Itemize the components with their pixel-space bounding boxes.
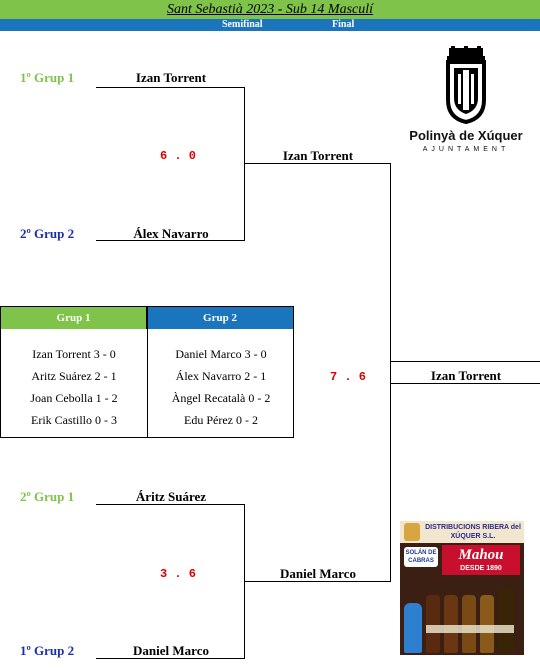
water-brand: SOLÁN DE CABRAS <box>404 547 438 567</box>
beer-glass-icon <box>404 523 420 541</box>
group-row: Daniel Marco 3 - 0 <box>175 347 267 361</box>
bracket-line <box>96 658 245 659</box>
match-score: 3 . 6 <box>160 567 197 581</box>
table-divider <box>147 307 148 437</box>
beer-bottle-icon <box>426 595 440 653</box>
group-row: Edu Pérez 0 - 2 <box>184 413 258 427</box>
bracket-line <box>244 581 391 582</box>
group-row: Aritz Suárez 2 - 1 <box>31 369 117 383</box>
seed-label: 2º Grup 1 <box>20 489 75 504</box>
beer-bottle-icon <box>462 595 476 653</box>
beer-brand-panel <box>442 545 520 575</box>
sponsor-ad: DISTRIBUCIONS RIBERA del XÚQUER S.L. SOL… <box>400 521 524 655</box>
bracket-line <box>390 361 540 362</box>
bracket-line <box>390 163 391 581</box>
group-row: Erik Castillo 0 - 3 <box>31 413 117 427</box>
ad-company: DISTRIBUCIONS RIBERA del XÚQUER S.L. <box>425 524 521 540</box>
beer-bottle-icon <box>480 595 494 653</box>
round-header-bar <box>0 19 540 31</box>
bracket-line <box>96 504 245 505</box>
town-name: Polinyà de Xúquer <box>409 128 523 143</box>
bottle-labels <box>426 625 514 633</box>
bracket-player: Daniel Marco <box>133 643 209 658</box>
bracket-player: Áritz Suárez <box>135 489 207 504</box>
bracket-player: Izan Torrent <box>135 70 207 85</box>
match-score: 6 . 0 <box>160 149 197 163</box>
round-label-semifinal: Semifinal <box>222 19 263 30</box>
seed-label: 2º Grup 2 <box>20 226 75 241</box>
group-row: Álex Navarro 2 - 1 <box>175 369 267 383</box>
beer-bottle-icon <box>444 595 458 653</box>
champion: Izan Torrent <box>430 368 502 383</box>
group-row: Joan Cebolla 1 - 2 <box>30 391 118 405</box>
group-1-header: Grup 1 <box>1 307 147 329</box>
town-logo: Polinyà de Xúquer AJUNTAMENT <box>408 46 524 158</box>
beer-bottle-icon <box>498 587 514 653</box>
bracket-line <box>96 87 245 88</box>
bracket-player: Izan Torrent <box>282 148 354 163</box>
round-label-final: Final <box>332 19 355 30</box>
group-row: Izan Torrent 3 - 0 <box>32 347 116 361</box>
bracket-line <box>390 383 540 384</box>
seed-label: 1º Grup 2 <box>20 643 75 658</box>
water-bottle-icon <box>404 603 422 653</box>
seed-label: 1º Grup 1 <box>20 70 75 85</box>
bottles-row <box>402 581 522 655</box>
ad-banner <box>400 521 524 543</box>
bracket-player: Daniel Marco <box>280 566 356 581</box>
group-standings-table: Grup 1 Grup 2 Izan Torrent 3 - 0 Aritz S… <box>0 306 294 438</box>
group-row: Àngel Recatalà 0 - 2 <box>171 391 271 405</box>
bracket-line <box>244 163 391 164</box>
beer-since: DESDE 1890 <box>460 565 502 572</box>
town-subtitle: AJUNTAMENT <box>422 146 510 153</box>
bracket-line <box>96 240 245 241</box>
group-2-header: Grup 2 <box>147 307 293 329</box>
beer-brand: Mahou <box>458 547 504 563</box>
title-text: Sant Sebastià 2023 - Sub 14 Masculí <box>166 2 374 17</box>
coat-of-arms-icon <box>446 46 486 125</box>
bracket-player: Álex Navarro <box>133 226 209 241</box>
page-title: Sant Sebastià 2023 - Sub 14 Masculí <box>0 0 540 19</box>
final-score: 7 . 6 <box>330 370 367 384</box>
